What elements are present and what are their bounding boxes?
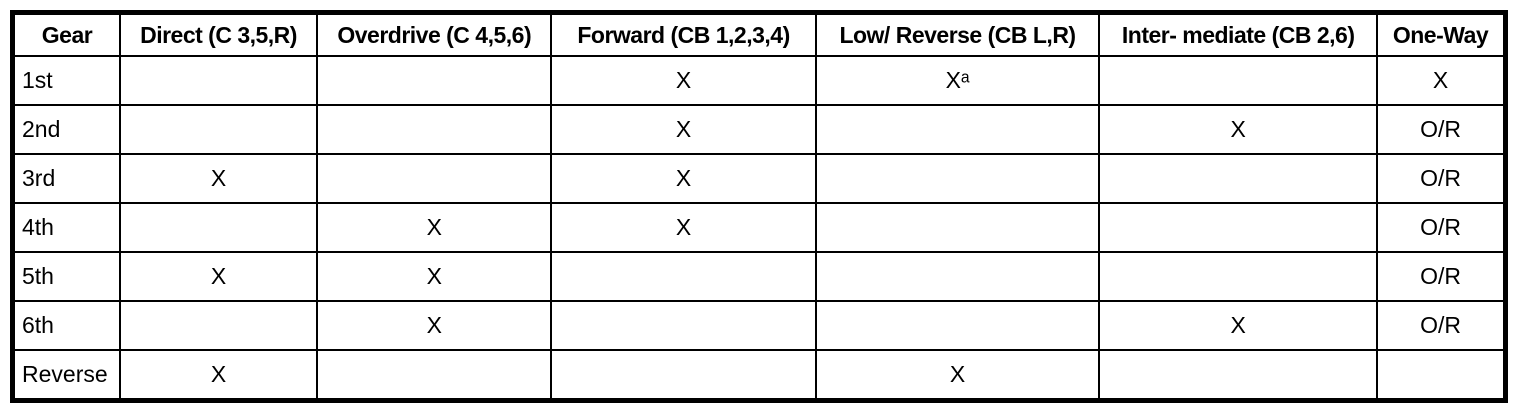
engagement-cell: X [1098, 300, 1379, 351]
engagement-cell [814, 153, 1101, 204]
engagement-cell [118, 104, 319, 155]
engagement-cell: O/R [1376, 300, 1507, 351]
gear-label: 1st [11, 55, 121, 106]
engagement-cell [316, 153, 553, 204]
engagement-cell: X [1098, 104, 1379, 155]
column-header: Low/ Reverse (CB L,R) [814, 11, 1101, 57]
engagement-cell [118, 55, 319, 106]
column-header: Gear [11, 11, 121, 57]
gear-label: Reverse [11, 349, 121, 402]
engagement-cell [814, 300, 1101, 351]
engagement-cell [118, 202, 319, 253]
engagement-cell: X [118, 153, 319, 204]
engagement-cell: X [550, 55, 817, 106]
engagement-cell: X [316, 251, 553, 302]
gear-label: 3rd [11, 153, 121, 204]
engagement-cell: X [316, 202, 553, 253]
column-header: One-Way [1376, 11, 1507, 57]
column-header: Forward (CB 1,2,3,4) [550, 11, 817, 57]
engagement-cell [316, 55, 553, 106]
gear-label: 5th [11, 251, 121, 302]
engagement-cell: X [118, 349, 319, 402]
column-header: Overdrive (C 4,5,6) [316, 11, 553, 57]
gear-label: 6th [11, 300, 121, 351]
engagement-cell: O/R [1376, 251, 1507, 302]
engagement-cell [550, 349, 817, 402]
engagement-cell [316, 349, 553, 402]
engagement-cell [1098, 202, 1379, 253]
engagement-cell: O/R [1376, 202, 1507, 253]
engagement-cell: X [550, 153, 817, 204]
engagement-cell: X [550, 202, 817, 253]
engagement-cell [1376, 349, 1507, 402]
engagement-cell: X [118, 251, 319, 302]
engagement-cell [1098, 349, 1379, 402]
engagement-cell: X [1376, 55, 1507, 106]
engagement-cell [1098, 251, 1379, 302]
engagement-cell [1098, 153, 1379, 204]
engagement-cell [814, 251, 1101, 302]
gear-label: 2nd [11, 104, 121, 155]
engagement-cell: X [550, 104, 817, 155]
engagement-cell [316, 104, 553, 155]
engagement-cell [550, 300, 817, 351]
engagement-cell [118, 300, 319, 351]
engagement-cell: O/R [1376, 153, 1507, 204]
engagement-cell [814, 202, 1101, 253]
engagement-cell [1098, 55, 1379, 106]
gear-label: 4th [11, 202, 121, 253]
column-header: Direct (C 3,5,R) [118, 11, 319, 57]
engagement-cell: X [316, 300, 553, 351]
engagement-cell: Xᵃ [814, 55, 1101, 106]
engagement-cell: O/R [1376, 104, 1507, 155]
engagement-cell: X [814, 349, 1101, 402]
column-header: Inter- mediate (CB 2,6) [1098, 11, 1379, 57]
engagement-cell [814, 104, 1101, 155]
engagement-cell [550, 251, 817, 302]
